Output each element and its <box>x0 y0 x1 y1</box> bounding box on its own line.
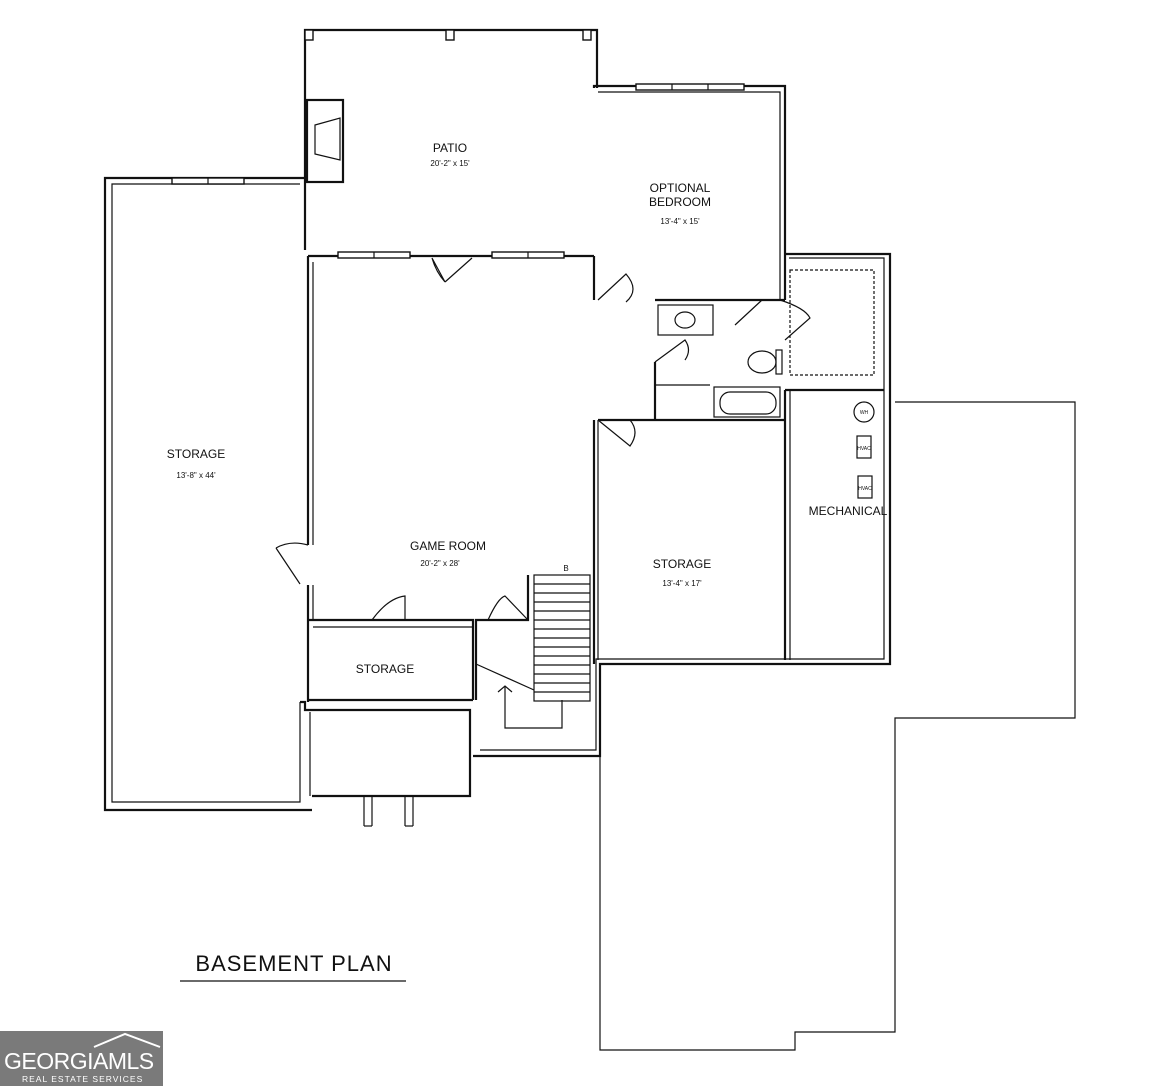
room-name-storage-left: STORAGE <box>167 447 225 461</box>
stair-marker: B <box>563 564 568 573</box>
plan-title: BASEMENT PLAN <box>195 951 392 976</box>
hvac-unit-label: HVAC <box>857 446 871 452</box>
water-heater-icon <box>853 401 875 423</box>
hvac-unit-icon <box>857 475 873 499</box>
roof-icon <box>93 1032 161 1048</box>
hvac-unit-icon <box>856 435 872 459</box>
hvac-unit-label: HVAC <box>858 486 872 492</box>
room-name-patio: PATIO <box>433 141 467 155</box>
room-name-optional-bedroom-1: OPTIONAL <box>650 181 711 195</box>
room-name-storage-right: STORAGE <box>653 557 711 571</box>
room-name-mechanical: MECHANICAL <box>809 504 888 518</box>
water-heater-label: WH <box>860 410 869 416</box>
room-dims-game-room: 20'-2" x 28' <box>420 559 460 568</box>
room-dims-storage-left: 13'-8" x 44' <box>176 471 216 480</box>
room-dims-patio: 20'-2" x 15' <box>430 159 470 168</box>
mechanical-equipment: WH HVAC HVAC <box>853 401 875 499</box>
logo-brand-text: GEORGIAMLS <box>4 1048 154 1074</box>
doors <box>275 257 811 621</box>
room-dims-optional-bedroom: 13'-4" x 15' <box>660 217 700 226</box>
room-name-optional-bedroom-2: BEDROOM <box>649 195 711 209</box>
logo-subtitle: REAL ESTATE SERVICES <box>22 1074 144 1084</box>
exterior-walls <box>103 28 1076 1051</box>
room-name-storage-small: STORAGE <box>356 662 414 676</box>
room-name-game-room: GAME ROOM <box>410 539 486 553</box>
windows <box>171 29 745 259</box>
georgiamls-logo: GEORGIAMLS REAL ESTATE SERVICES <box>0 1031 163 1086</box>
room-labels: PATIO 20'-2" x 15' OPTIONAL BEDROOM 13'-… <box>167 141 888 676</box>
room-dims-storage-right: 13'-4" x 17' <box>662 579 702 588</box>
